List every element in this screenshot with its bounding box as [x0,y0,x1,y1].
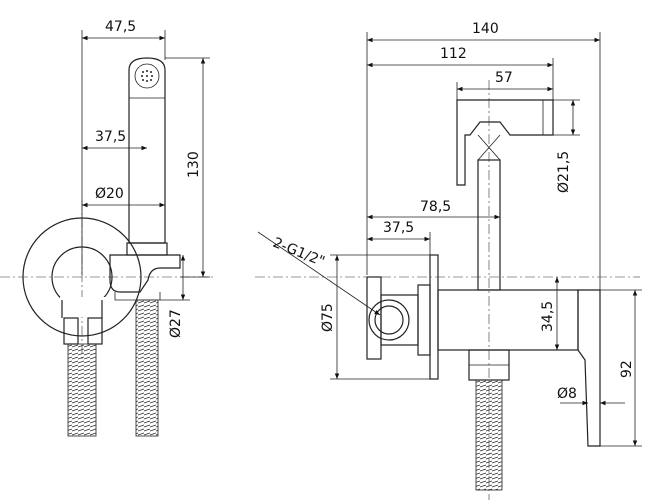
wall-cover [429,254,439,380]
dim-92: 92 [619,360,635,378]
spray-head [134,63,160,89]
hose-handset [135,299,159,437]
dim-78-5: 78,5 [420,199,451,215]
front-view: 47,5 37,5 Ø20 130 Ø27 [0,19,215,437]
inlet-outer [368,299,410,341]
dim-47-5: 47,5 [105,19,136,35]
thread-label: 2-G1/2" [271,235,327,270]
valve-flange [417,284,431,356]
hose-nut-left [63,317,79,345]
dim-130: 130 [186,151,202,178]
inlet-inner [374,305,404,335]
valve-body [380,294,419,346]
holder-clip [114,292,161,301]
side-view: 140 112 57 Ø21,5 78,5 37,5 2-G1/2" Ø75 3 [255,21,642,500]
handset-body [128,57,166,244]
dim-57: 57 [495,70,513,86]
dim-d75: Ø75 [320,303,336,332]
outlet-sides [61,300,103,318]
dim-112: 112 [440,46,467,62]
dim-37-5-left: 37,5 [95,129,126,145]
dim-140: 140 [472,21,499,37]
holder-bracket [109,254,181,293]
dim-d21-5: Ø21,5 [556,151,572,193]
handset-collar [126,242,168,256]
dim-37-5-right: 37,5 [383,220,414,236]
hose-left [67,343,97,437]
handset-top [456,99,554,186]
dim-d8: Ø8 [557,386,577,402]
mixer-lever [577,289,601,447]
thread-leader [257,231,381,316]
dim-d20: Ø20 [95,186,124,202]
hose-nut-right [87,317,103,345]
dim-d27: Ø27 [168,309,184,338]
dim-34-5: 34,5 [540,301,556,332]
